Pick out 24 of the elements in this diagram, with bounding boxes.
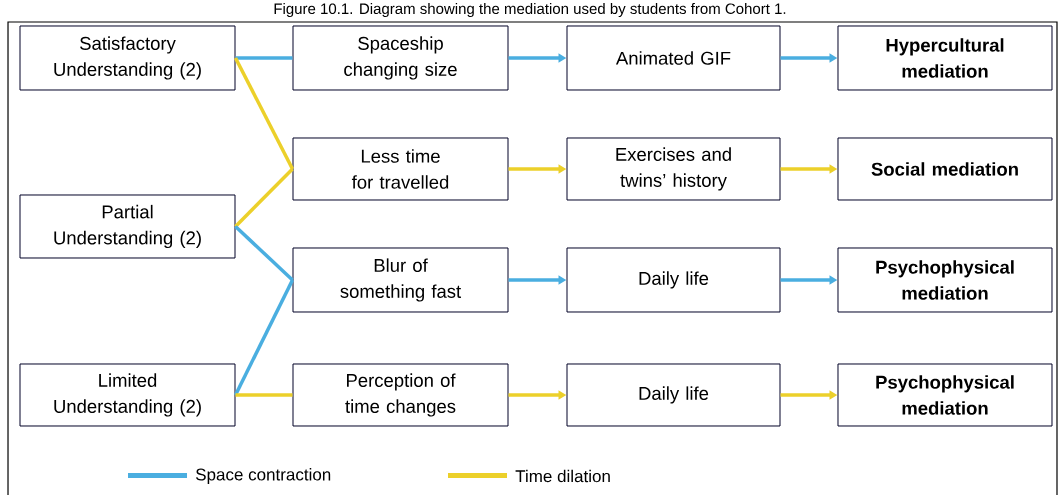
- mediation-box: Hypercultural mediation: [837, 25, 1053, 91]
- connector-line: [235, 56, 293, 60]
- process-box: Perception of time changes: [292, 363, 509, 427]
- figure-title: Figure 10.1. Diagram showing the mediation used by students from Cohort 1.: [274, 3, 786, 17]
- process-box: Limited Understanding (2): [19, 363, 236, 427]
- process-box: Spaceship changing size: [292, 25, 509, 91]
- process-box: Animated GIF: [566, 25, 781, 91]
- connector-line: [234, 225, 294, 282]
- connector-line: [234, 167, 294, 228]
- mediation-box: Psychophysical mediation: [837, 363, 1053, 427]
- legend-label: Time dilation: [515, 469, 610, 483]
- connector-line: [233, 279, 295, 396]
- process-box: Less time for travelled: [292, 137, 509, 201]
- mediation-box: Psychophysical mediation: [837, 247, 1053, 313]
- mediation-box: Social mediation: [837, 137, 1053, 201]
- process-box: Partial Understanding (2): [19, 194, 236, 259]
- process-box: Blur of something fast: [292, 247, 509, 313]
- process-box: Exercises and twins’ history: [566, 137, 781, 201]
- process-box: Satisfactory Understanding (2): [19, 25, 236, 91]
- connector-line: [233, 57, 295, 170]
- process-box: Daily life: [566, 363, 781, 427]
- legend-label: Space contraction: [196, 468, 331, 484]
- process-box: Daily life: [566, 247, 781, 313]
- connector-line: [235, 393, 293, 397]
